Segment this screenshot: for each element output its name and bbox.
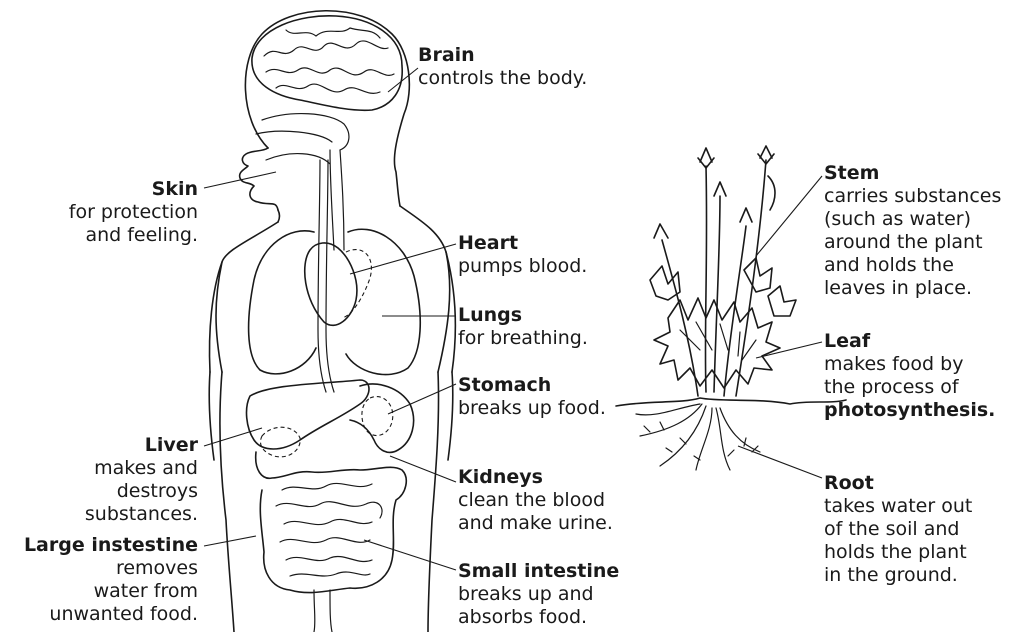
stem-desc-line-4: and holds the [824, 254, 1001, 277]
root-desc-line-1: takes water out [824, 495, 972, 518]
leaf-desc-line-2: the process of [824, 376, 995, 399]
large-intestine-desc-line-3: unwanted food. [24, 603, 198, 626]
label-skin: Skin for protection and feeling. [69, 178, 198, 247]
root-desc-line-2: of the soil and [824, 518, 972, 541]
stem-desc-line-1: carries substances [824, 185, 1001, 208]
label-lungs: Lungs for breathing. [458, 304, 588, 350]
skin-desc-line-2: and feeling. [69, 224, 198, 247]
stem-title: Stem [824, 162, 1001, 185]
stomach-desc: breaks up food. [458, 397, 606, 420]
liver-desc-line-1: makes and [85, 457, 198, 480]
label-stem: Stem carries substances (such as water) … [824, 162, 1001, 300]
stem-desc-line-3: around the plant [824, 231, 1001, 254]
airway-drawing [256, 114, 349, 392]
label-root: Root takes water out of the soil and hol… [824, 472, 972, 587]
root-title: Root [824, 472, 972, 495]
liver-desc-line-2: destroys [85, 480, 198, 503]
heart-drawing [305, 243, 372, 325]
label-brain: Brain controls the body. [418, 44, 587, 90]
small-intestine-desc-line-2: absorbs food. [458, 606, 619, 629]
small-intestine-title: Small intestine [458, 560, 619, 583]
brain-desc: controls the body. [418, 67, 587, 90]
large-intestine-desc-line-2: water from [24, 580, 198, 603]
skin-desc-line-1: for protection [69, 201, 198, 224]
leaf-emphasis: photosynthesis. [824, 399, 995, 422]
human-leader-lines [204, 68, 456, 570]
root-desc-line-4: in the ground. [824, 564, 972, 587]
label-leaf: Leaf makes food by the process of photos… [824, 330, 995, 422]
label-liver: Liver makes and destroys substances. [85, 434, 198, 526]
large-intestine-desc-line-1: removes [24, 557, 198, 580]
label-large-intestine: Large instestine removes water from unwa… [24, 534, 198, 626]
stomach-title: Stomach [458, 374, 606, 397]
skin-title: Skin [69, 178, 198, 201]
lungs-title: Lungs [458, 304, 588, 327]
leaf-desc-line-1: makes food by [824, 353, 995, 376]
stem-desc-line-2: (such as water) [824, 208, 1001, 231]
lungs-desc: for breathing. [458, 327, 588, 350]
lungs-drawing [249, 229, 421, 374]
label-heart: Heart pumps blood. [458, 232, 587, 278]
label-kidneys: Kidneys clean the blood and make urine. [458, 466, 613, 535]
liver-title: Liver [85, 434, 198, 457]
kidneys-desc-line-2: and make urine. [458, 512, 613, 535]
plant-drawing [616, 146, 846, 470]
small-intestine-desc-line-1: breaks up and [458, 583, 619, 606]
plant-leader-lines [738, 176, 822, 478]
heart-title: Heart [458, 232, 587, 255]
heart-desc: pumps blood. [458, 255, 587, 278]
digestive-upper-drawing [247, 380, 414, 457]
label-small-intestine: Small intestine breaks up and absorbs fo… [458, 560, 619, 629]
root-desc-line-3: holds the plant [824, 541, 972, 564]
leaf-title: Leaf [824, 330, 995, 353]
kidneys-desc-line-1: clean the blood [458, 489, 613, 512]
label-stomach: Stomach breaks up food. [458, 374, 606, 420]
brain-drawing [252, 16, 402, 111]
brain-title: Brain [418, 44, 587, 67]
kidneys-title: Kidneys [458, 466, 613, 489]
stem-desc-line-5: leaves in place. [824, 277, 1001, 300]
human-body-outline [209, 11, 455, 632]
large-intestine-title: Large instestine [24, 534, 198, 557]
intestines-drawing [256, 452, 407, 632]
liver-desc-line-3: substances. [85, 503, 198, 526]
